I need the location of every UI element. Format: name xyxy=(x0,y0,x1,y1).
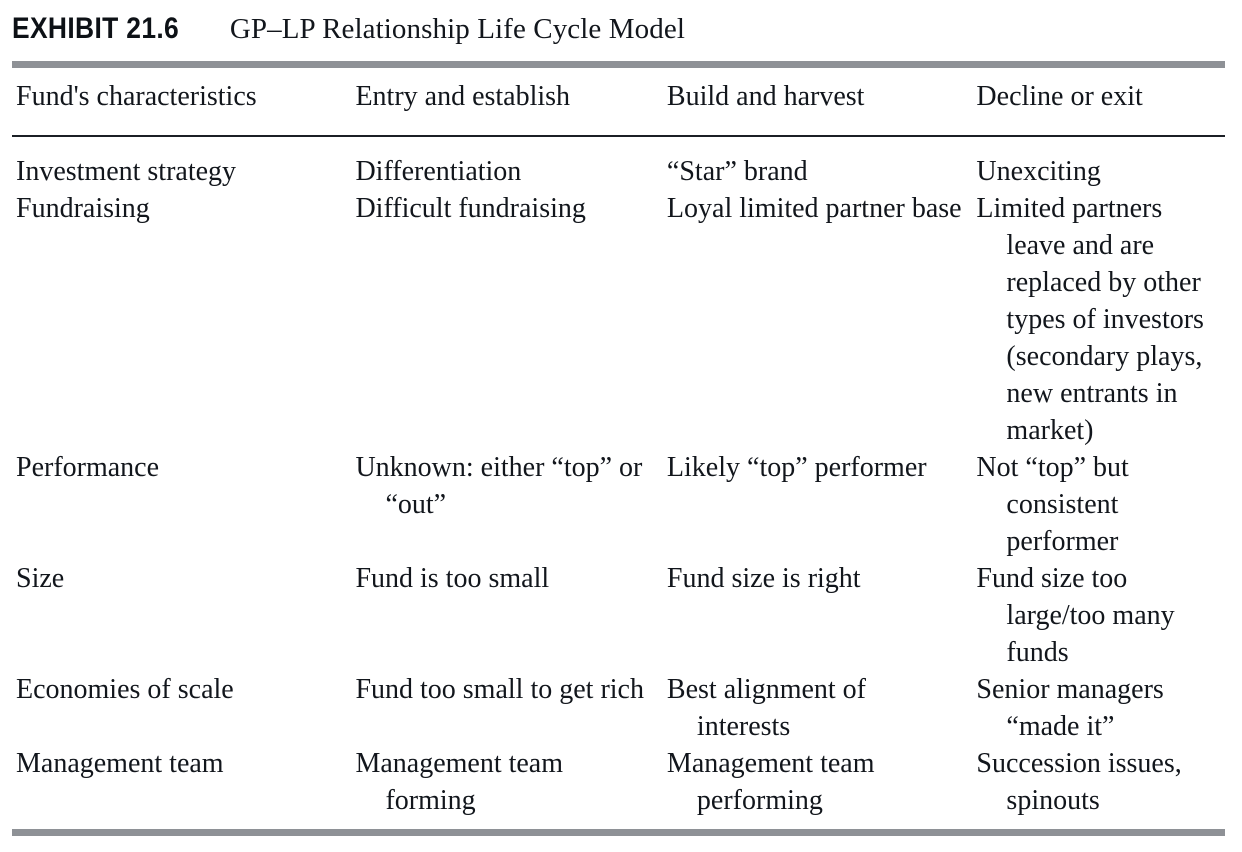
cell-entry-and-establish: Differentiation xyxy=(355,156,522,187)
cell-characteristic: Size xyxy=(16,563,65,594)
cell-decline-or-exit: Fund size too large/too many funds xyxy=(976,563,1175,668)
table-row: Economies of scale Fund too small to get… xyxy=(0,671,1242,745)
cell-characteristic: Economies of scale xyxy=(16,674,234,705)
table-row: Size Fund is too small Fund size is righ… xyxy=(0,560,1242,671)
column-header-decline-or-exit: Decline or exit xyxy=(976,81,1143,112)
cell-build-and-harvest: Fund size is right xyxy=(666,563,861,594)
cell-build-and-harvest: Loyal limited partner base xyxy=(666,193,962,224)
exhibit-title: GP–LP Relationship Life Cycle Model xyxy=(229,13,685,45)
exhibit-header: EXHIBIT 21.6 GP–LP Relationship Life Cyc… xyxy=(12,12,1230,54)
column-header-entry-and-establish: Entry and establish xyxy=(355,81,571,112)
cell-entry-and-establish: Unknown: either “top” or “out” xyxy=(355,452,643,520)
cell-characteristic: Management team xyxy=(16,748,224,779)
table-header-row: Fund's characteristics Entry and establi… xyxy=(0,78,1242,130)
cell-decline-or-exit: Limited partners leave and are replaced … xyxy=(976,193,1204,446)
cell-build-and-harvest: “Star” brand xyxy=(666,156,808,187)
column-header-fund-characteristics: Fund's characteristics xyxy=(16,81,257,112)
cell-decline-or-exit: Not “top” but consistent performer xyxy=(976,452,1129,557)
cell-decline-or-exit: Unexciting xyxy=(976,156,1101,187)
exhibit-table: Fund's characteristics Entry and establi… xyxy=(0,78,1242,819)
exhibit-number-label: EXHIBIT 21.6 xyxy=(12,12,180,45)
cell-entry-and-establish: Fund is too small xyxy=(355,563,550,594)
table-body: Investment strategy Differentiation “Sta… xyxy=(0,153,1242,819)
cell-build-and-harvest: Likely “top” performer xyxy=(666,452,927,483)
column-header-build-and-harvest: Build and harvest xyxy=(666,81,865,112)
cell-entry-and-establish: Fund too small to get rich xyxy=(355,674,644,705)
table-row: Management team Management team forming … xyxy=(0,745,1242,819)
header-rule-divider xyxy=(12,135,1225,137)
bottom-rule-divider xyxy=(12,829,1225,836)
cell-decline-or-exit: Senior managers “made it” xyxy=(976,674,1164,742)
cell-entry-and-establish: Difficult fundraising xyxy=(355,193,586,224)
cell-characteristic: Investment strategy xyxy=(16,156,237,187)
cell-build-and-harvest: Management team performing xyxy=(666,748,875,816)
cell-entry-and-establish: Management team forming xyxy=(355,748,564,816)
cell-characteristic: Fundraising xyxy=(16,193,150,224)
cell-decline-or-exit: Succession issues, spinouts xyxy=(976,748,1182,816)
cell-build-and-harvest: Best alignment of interests xyxy=(666,674,866,742)
table-row: Investment strategy Differentiation “Sta… xyxy=(0,153,1242,190)
table-row: Fundraising Difficult fundraising Loyal … xyxy=(0,190,1242,449)
top-rule-divider xyxy=(12,61,1225,68)
table-row: Performance Unknown: either “top” or “ou… xyxy=(0,449,1242,560)
cell-characteristic: Performance xyxy=(16,452,160,483)
